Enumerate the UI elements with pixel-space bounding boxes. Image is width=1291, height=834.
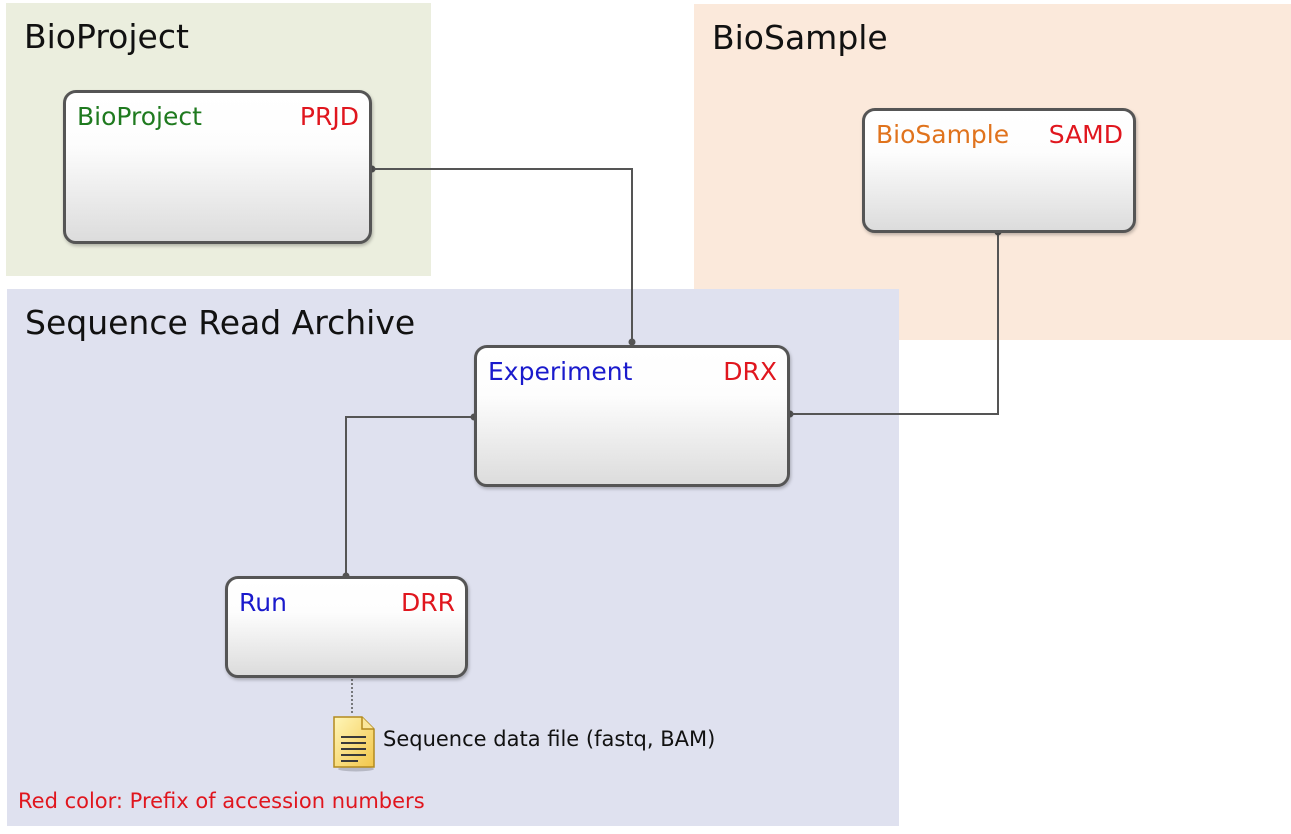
file-label: Sequence data file (fastq, BAM) — [383, 727, 716, 751]
experiment-box: Experiment DRX — [474, 345, 790, 487]
bioproject-box: BioProject PRJD — [63, 90, 372, 244]
experiment-name: Experiment — [488, 357, 633, 386]
experiment-prefix: DRX — [723, 357, 777, 386]
bioproject-region-title: BioProject — [24, 17, 189, 56]
run-box: Run DRR — [225, 576, 468, 678]
legend-footnote: Red color: Prefix of accession numbers — [18, 789, 425, 813]
document-icon — [333, 716, 375, 772]
bioproject-prefix: PRJD — [299, 102, 359, 131]
biosample-region-title: BioSample — [712, 18, 888, 57]
bioproject-name: BioProject — [77, 102, 202, 131]
run-name: Run — [239, 588, 287, 617]
biosample-box: BioSample SAMD — [862, 108, 1136, 233]
biosample-prefix: SAMD — [1048, 120, 1123, 149]
biosample-name: BioSample — [876, 120, 1010, 149]
run-prefix: DRR — [401, 588, 455, 617]
sra-region-title: Sequence Read Archive — [25, 303, 416, 342]
